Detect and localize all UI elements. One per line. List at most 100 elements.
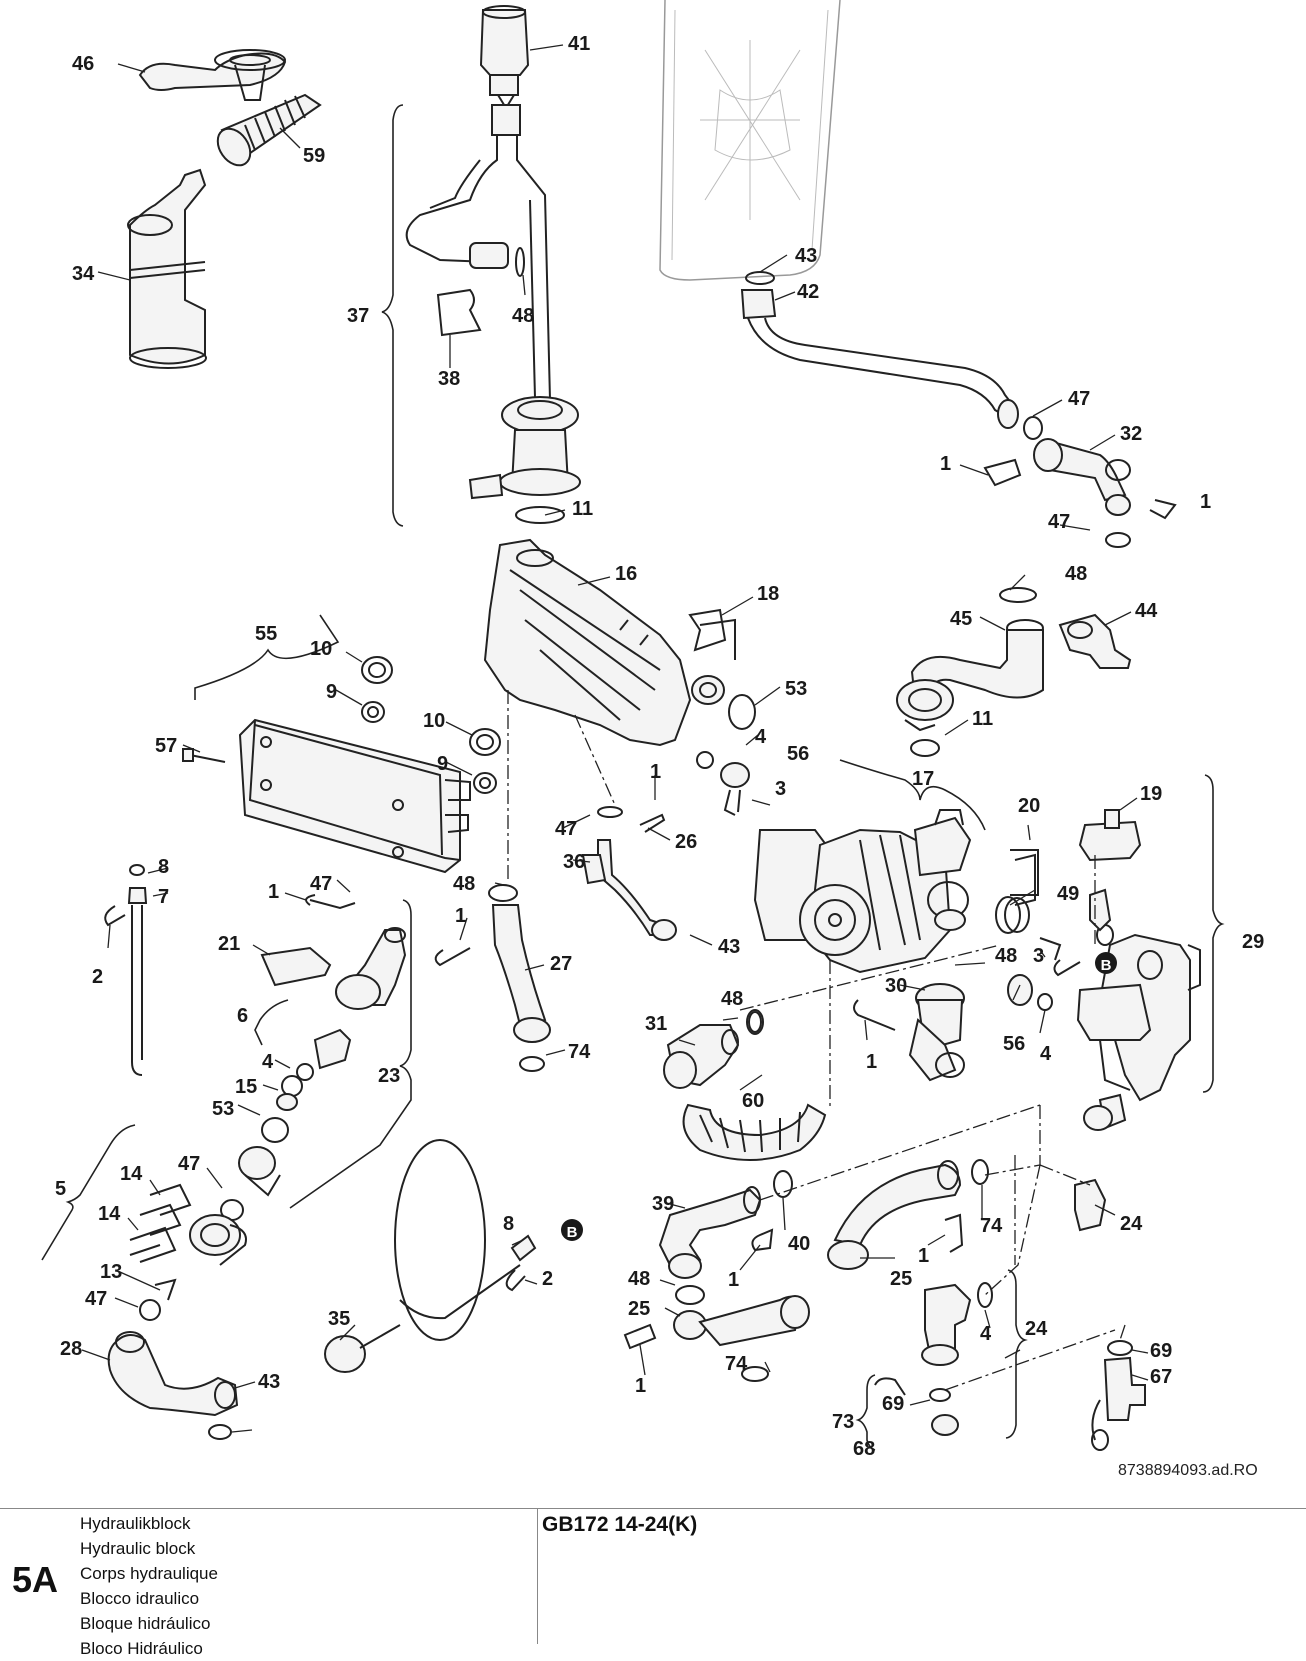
expansion-vessel	[659, 0, 841, 281]
callout-1: 1	[268, 881, 279, 903]
callout-68: 68	[853, 1438, 875, 1460]
pressure-sensor-cable	[324, 1139, 537, 1373]
callout-1: 1	[728, 1269, 739, 1291]
name-de: Hydraulikblock	[80, 1514, 191, 1533]
name-pt: Bloco Hidráulico	[80, 1639, 203, 1658]
dash-dot-lines	[507, 690, 1126, 1391]
callout-21: 21	[218, 933, 240, 955]
callout-69: 69	[1150, 1340, 1172, 1362]
callout-30: 30	[885, 975, 907, 997]
callout-48: 48	[512, 305, 534, 327]
callout-32: 32	[1120, 423, 1142, 445]
callout-29: 29	[1242, 931, 1264, 953]
circulation-pump	[753, 809, 972, 974]
callout-69: 69	[882, 1393, 904, 1415]
callout-3: 3	[1033, 945, 1044, 967]
lower-pipes-right	[827, 1159, 1146, 1451]
model-designation: GB172 14-24(K)	[542, 1513, 698, 1536]
hydraulic-block-body	[483, 538, 725, 747]
callout-79: 74	[980, 1215, 1003, 1237]
callout-47: 47	[310, 873, 332, 895]
siphon-assembly	[127, 49, 322, 369]
callout-67: 67	[1150, 1366, 1172, 1388]
callout-74: 74	[568, 1041, 591, 1063]
connection-marker-b: B B	[561, 952, 1117, 1241]
callout-7: 7	[158, 886, 169, 908]
callout-40: 40	[788, 1233, 810, 1255]
callout-59: 59	[303, 145, 325, 167]
plate-heat-exchanger	[182, 656, 501, 874]
callout-60: 60	[742, 1090, 764, 1112]
callout-48: 48	[1065, 563, 1087, 585]
callout-48: 48	[995, 945, 1017, 967]
callout-45: 45	[950, 608, 972, 630]
callout-1: 1	[650, 761, 661, 783]
callout-2: 2	[542, 1268, 553, 1290]
callout-43: 43	[795, 245, 817, 267]
document-number: 8738894093.ad.RO	[1118, 1462, 1258, 1479]
callout-35: 35	[328, 1308, 350, 1330]
callout-53: 53	[785, 678, 807, 700]
callout-48: 48	[721, 988, 743, 1010]
callout-17: 17	[912, 768, 934, 790]
exploded-view-diagram: B B 46 41 59 34 37 48 38 11 16 18 43 42 …	[41, 0, 1264, 1460]
callout-19: 19	[1140, 783, 1162, 805]
callout-2: 2	[92, 966, 103, 988]
callout-4: 4	[1040, 1043, 1052, 1065]
callout-53: 53	[212, 1098, 234, 1120]
lower-pipes-center	[623, 1170, 810, 1382]
callout-20: 20	[1018, 795, 1040, 817]
marker-b-label: B	[567, 1224, 578, 1241]
callout-14: 14	[98, 1203, 121, 1225]
callout-5: 5	[55, 1178, 66, 1200]
callout-1: 1	[455, 905, 466, 927]
callout-44: 44	[1135, 600, 1158, 622]
return-pipe	[740, 271, 1177, 548]
name-it: Blocco idraulico	[80, 1589, 200, 1608]
callout-9: 9	[326, 681, 337, 703]
callout-25: 25	[628, 1298, 650, 1320]
callout-48: 48	[628, 1268, 650, 1290]
air-vent-and-pipe	[405, 5, 581, 524]
callout-41: 41	[568, 33, 590, 55]
callout-9: 9	[437, 753, 448, 775]
callout-4: 4	[262, 1051, 274, 1073]
callout-labels: 46 41 59 34 37 48 38 11 16 18 43 42 47 3…	[55, 33, 1264, 1460]
callout-39: 39	[652, 1193, 674, 1215]
callout-1: 1	[1200, 491, 1211, 513]
connecting-pipes-center	[434, 839, 677, 1072]
grouping-braces	[41, 104, 1225, 1451]
callout-27: 27	[550, 953, 572, 975]
small-parts	[597, 608, 1062, 961]
callout-1: 1	[866, 1051, 877, 1073]
callout-55: 55	[255, 623, 277, 645]
callout-38: 38	[438, 368, 460, 390]
callout-18: 18	[757, 583, 779, 605]
leader-lines	[81, 44, 1149, 1433]
pump-side-parts	[663, 983, 965, 1161]
callout-4: 4	[980, 1323, 992, 1345]
callout-1: 1	[635, 1375, 646, 1397]
lower-left-assembly	[107, 1183, 247, 1440]
callout-1: 1	[918, 1245, 929, 1267]
callout-8: 8	[158, 856, 169, 878]
callout-56: 56	[1003, 1033, 1025, 1055]
callout-15: 15	[235, 1076, 257, 1098]
callout-13: 13	[100, 1261, 122, 1283]
callout-25: 25	[890, 1268, 912, 1290]
name-en: Hydraulic block	[80, 1539, 196, 1558]
callout-26: 26	[675, 831, 697, 853]
callout-31: 31	[645, 1013, 667, 1035]
callout-11: 11	[972, 708, 993, 730]
name-es: Bloque hidráulico	[80, 1614, 211, 1633]
callout-49: 49	[1057, 883, 1079, 905]
callout-47: 47	[1048, 511, 1070, 533]
marker-b-label: B	[1101, 957, 1112, 974]
callout-42: 42	[797, 281, 819, 303]
callout-47: 47	[178, 1153, 200, 1175]
callout-11: 11	[572, 498, 593, 520]
callout-57: 57	[155, 735, 177, 757]
callout-37: 37	[347, 305, 369, 327]
callout-47: 47	[1068, 388, 1090, 410]
callout-23: 23	[378, 1065, 400, 1087]
